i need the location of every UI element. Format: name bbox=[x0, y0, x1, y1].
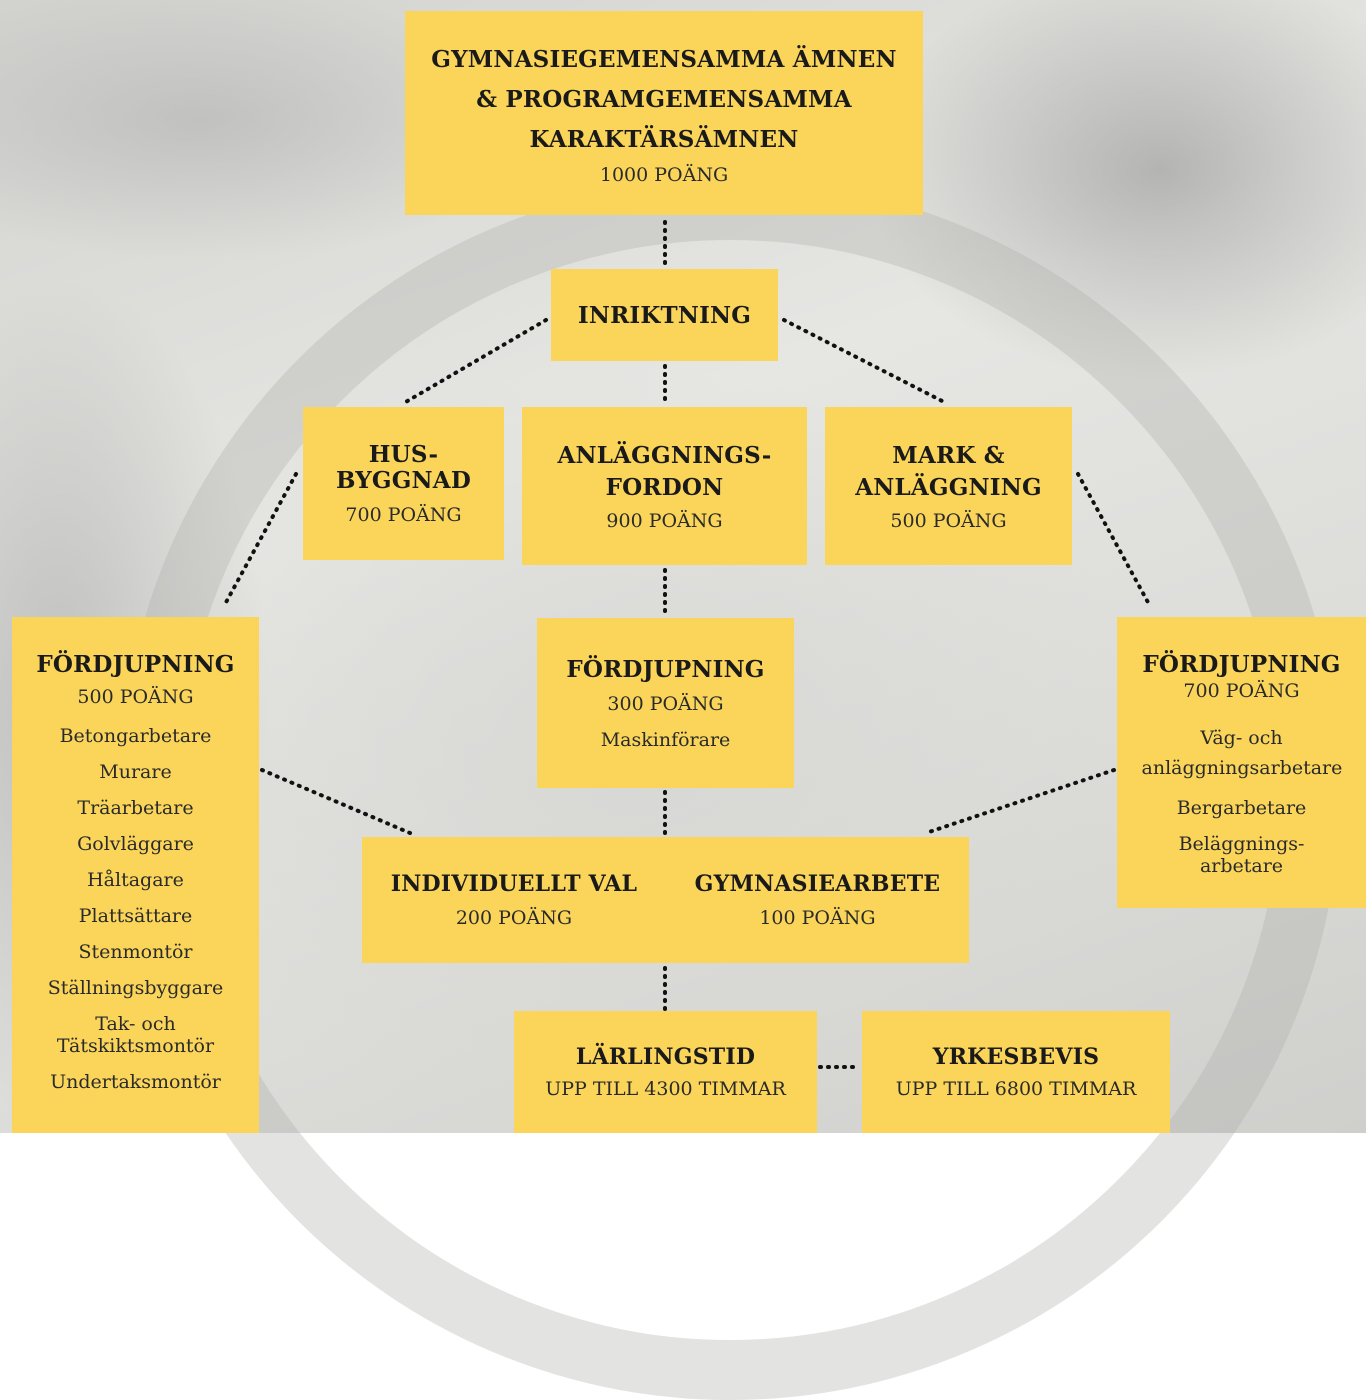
box-individuellt-gymnasiearbete: INDIVIDUELLT VAL 200 POÄNG GYMNASIEARBET… bbox=[362, 837, 969, 963]
connector-lines bbox=[222, 220, 1152, 1069]
box-inriktning: INRIKTNING bbox=[551, 269, 778, 361]
list-item: Väg- och anläggningsarbetare bbox=[1141, 727, 1343, 779]
box-fordjupning-mid: FÖRDJUPNING 300 POÄNG Maskinförare bbox=[537, 618, 794, 788]
list-item: Beläggnings-arbetare bbox=[1178, 833, 1305, 877]
ford-right-title: FÖRDJUPNING bbox=[1142, 651, 1341, 678]
gyar-title: GYMNASIEARBETE bbox=[694, 871, 941, 897]
ford-right-points: 700 POÄNG bbox=[1183, 680, 1300, 702]
box-mark-anlaggning: MARK & ANLÄGGNING 500 POÄNG bbox=[825, 407, 1072, 565]
list-item: Ställningsbyggare bbox=[47, 977, 224, 999]
ford-left-title: FÖRDJUPNING bbox=[36, 651, 235, 678]
top-title-line-2: & PROGRAMGEMENSAMMA bbox=[476, 86, 852, 113]
anl-title-line-1: ANLÄGGNINGS- bbox=[557, 442, 772, 469]
mark-title-line-2: ANLÄGGNING bbox=[855, 474, 1042, 501]
list-item: Golvläggare bbox=[77, 833, 194, 855]
indiv-points: 200 POÄNG bbox=[455, 907, 573, 929]
connector-hus-fordleft bbox=[222, 472, 298, 608]
gyar-points: 100 POÄNG bbox=[759, 907, 876, 929]
hus-title-line-2: BYGGNAD bbox=[336, 466, 471, 494]
ford-right-list: Väg- och anläggningsarbetare Bergarbetar… bbox=[1141, 716, 1343, 884]
list-item: Bergarbetare bbox=[1176, 797, 1307, 819]
connector-inriktning-hus bbox=[402, 318, 548, 405]
connector-fordright-indiv bbox=[924, 768, 1116, 835]
connector-fordleft-indiv bbox=[260, 768, 412, 835]
ford-left-points: 500 POÄNG bbox=[77, 686, 194, 708]
hus-title-line-1: HUS- bbox=[368, 440, 439, 468]
list-item: Betongarbetare bbox=[59, 725, 212, 747]
larl-title: LÄRLINGSTID bbox=[575, 1044, 756, 1070]
ford-mid-item: Maskinförare bbox=[600, 728, 731, 751]
ford-mid-points: 300 POÄNG bbox=[607, 692, 724, 715]
yrke-points: UPP TILL 6800 TIMMAR bbox=[895, 1078, 1137, 1100]
list-item: Plattsättare bbox=[78, 905, 193, 927]
box-fordjupning-left: FÖRDJUPNING 500 POÄNG Betongarbetare Mur… bbox=[12, 617, 259, 1133]
box-husbyggnad: HUS- BYGGNAD 700 POÄNG bbox=[303, 407, 504, 560]
hus-points: 700 POÄNG bbox=[345, 503, 462, 526]
anl-title-line-2: FORDON bbox=[605, 474, 724, 501]
connector-inriktning-mark bbox=[782, 318, 948, 405]
ford-left-list: Betongarbetare Murare Träarbetare Golvlä… bbox=[41, 718, 231, 1100]
ford-mid-title: FÖRDJUPNING bbox=[566, 655, 765, 683]
list-item: Undertaksmontör bbox=[50, 1071, 221, 1093]
box-gymnasiegemensamma: GYMNASIEGEMENSAMMA ÄMNEN & PROGRAMGEMENS… bbox=[405, 11, 923, 215]
box-larlingstid: LÄRLINGSTID UPP TILL 4300 TIMMAR bbox=[514, 1011, 817, 1133]
connector-mark-fordright bbox=[1076, 472, 1152, 608]
box-fordjupning-right: FÖRDJUPNING 700 POÄNG Väg- och anläggnin… bbox=[1117, 617, 1366, 908]
list-item: Tak- och Tätskiktsmontör bbox=[56, 1013, 215, 1057]
list-item: Träarbetare bbox=[77, 797, 194, 819]
top-title-line-3: KARAKTÄRSÄMNEN bbox=[529, 126, 799, 153]
indiv-title: INDIVIDUELLT VAL bbox=[390, 871, 638, 897]
list-item: Håltagare bbox=[87, 869, 184, 891]
larl-points: UPP TILL 4300 TIMMAR bbox=[545, 1078, 786, 1100]
inriktning-title: INRIKTNING bbox=[577, 301, 752, 329]
box-yrkesbevis: YRKESBEVIS UPP TILL 6800 TIMMAR bbox=[862, 1011, 1170, 1133]
top-points: 1000 POÄNG bbox=[599, 164, 729, 186]
list-item: Murare bbox=[99, 761, 172, 783]
anl-points: 900 POÄNG bbox=[606, 510, 723, 532]
mark-points: 500 POÄNG bbox=[890, 510, 1007, 532]
mark-title-line-1: MARK & bbox=[892, 442, 1005, 469]
box-anlaggningsfordon: ANLÄGGNINGS- FORDON 900 POÄNG bbox=[522, 407, 807, 565]
list-item: Stenmontör bbox=[78, 941, 193, 963]
top-title-line-1: GYMNASIEGEMENSAMMA ÄMNEN bbox=[431, 46, 897, 73]
yrke-title: YRKESBEVIS bbox=[932, 1044, 1100, 1070]
